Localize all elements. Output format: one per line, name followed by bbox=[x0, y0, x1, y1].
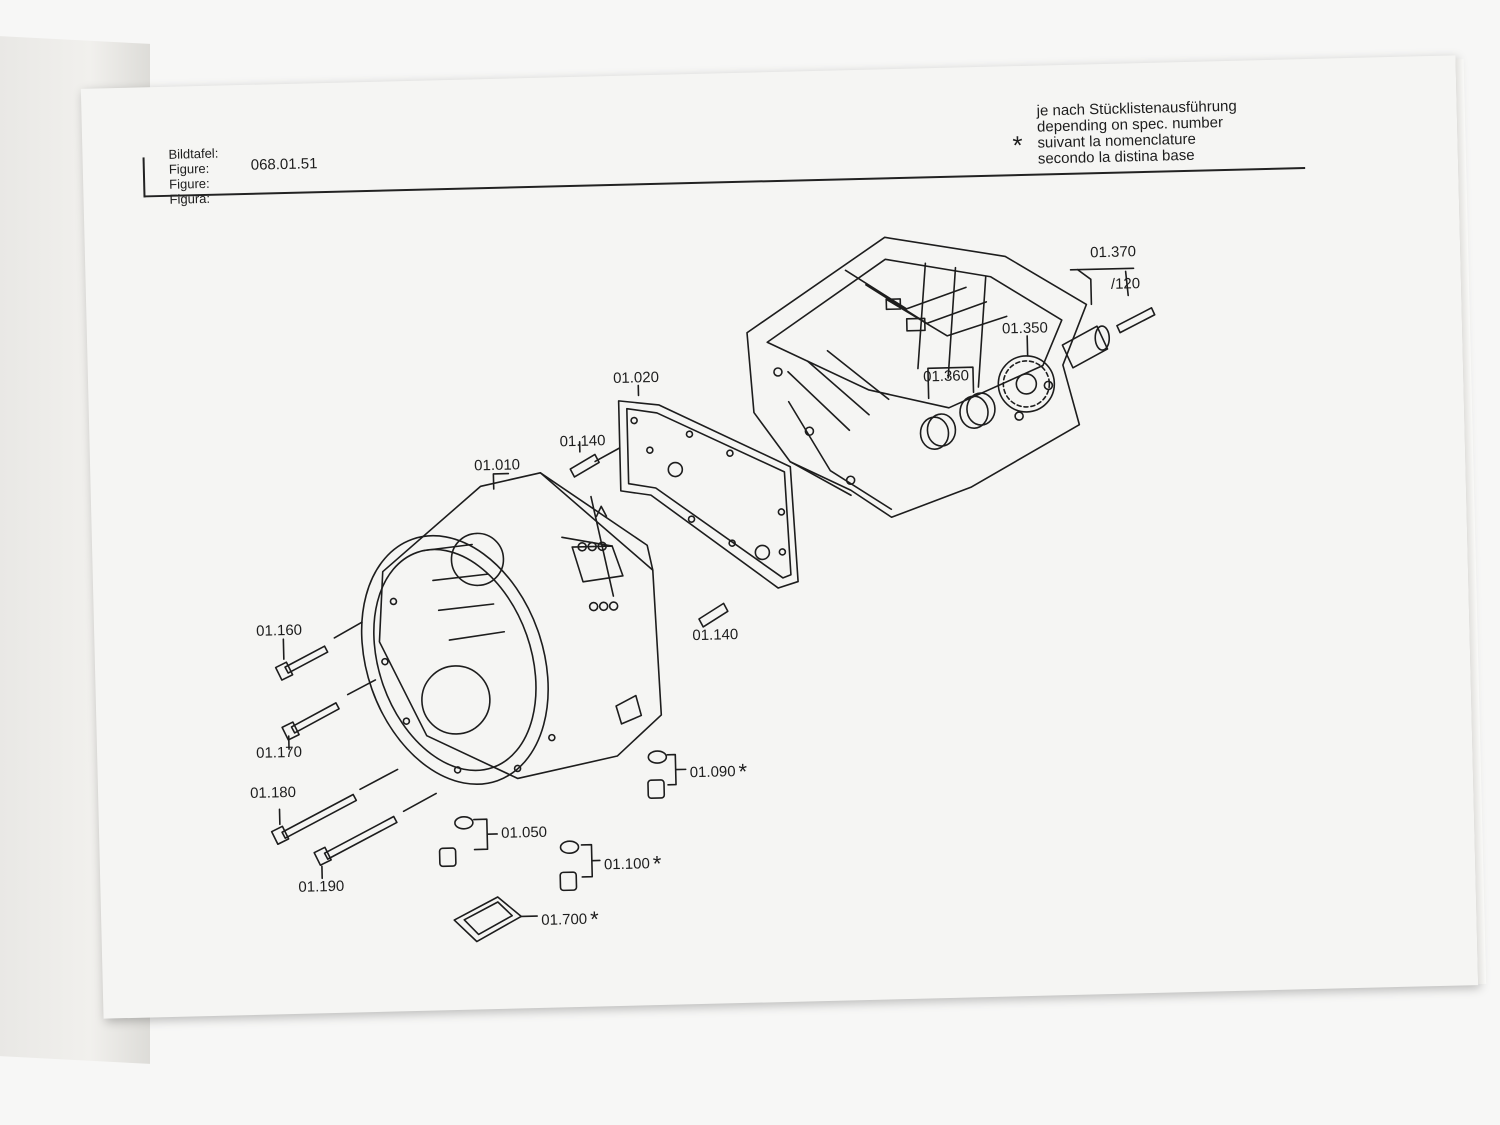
spec-asterisk-01100: * bbox=[652, 850, 662, 877]
part-label-01020: 01.020 bbox=[612, 368, 660, 388]
part-number-01090: 01.090 bbox=[689, 763, 736, 782]
part-label-120: /120 bbox=[1110, 275, 1141, 293]
part-label-01170: 01.170 bbox=[255, 743, 303, 762]
spec-asterisk-01090: * bbox=[738, 758, 748, 785]
part-label-01190: 01.190 bbox=[298, 877, 345, 896]
part-label-01140-top: 01.140 bbox=[559, 432, 606, 451]
rear-housing-illustration bbox=[746, 236, 1156, 519]
part-label-01010: 01.010 bbox=[473, 456, 521, 475]
part-label-01100: 01.100* bbox=[604, 851, 662, 878]
part-label-01350: 01.350 bbox=[1001, 319, 1049, 338]
part-label-01140-bottom: 01.140 bbox=[692, 626, 739, 645]
catalog-page: Bildtafel: Figure: Figure: Figura: 068.0… bbox=[80, 55, 1487, 1019]
spec-asterisk-01700: * bbox=[589, 906, 600, 932]
bell-housing-illustration bbox=[360, 472, 663, 785]
part-label-01050: 01.050 bbox=[500, 823, 548, 842]
part-number-01700: 01.700 bbox=[541, 910, 588, 929]
part-label-01090: 01.090* bbox=[689, 758, 748, 786]
part-number-01100: 01.100 bbox=[603, 855, 651, 874]
part-label-01160: 01.160 bbox=[255, 621, 303, 640]
dowel-pins bbox=[569, 441, 729, 628]
part-label-01360: 01.360 bbox=[922, 367, 970, 386]
exploded-parts-drawing bbox=[270, 236, 1156, 943]
gasket-illustration bbox=[617, 384, 799, 589]
part-label-01700: 01.700* bbox=[541, 907, 599, 934]
bolts-illustration bbox=[270, 621, 437, 880]
plugs-illustration bbox=[438, 750, 687, 943]
part-label-01180: 01.180 bbox=[249, 783, 297, 803]
part-label-01370: 01.370 bbox=[1089, 243, 1137, 262]
